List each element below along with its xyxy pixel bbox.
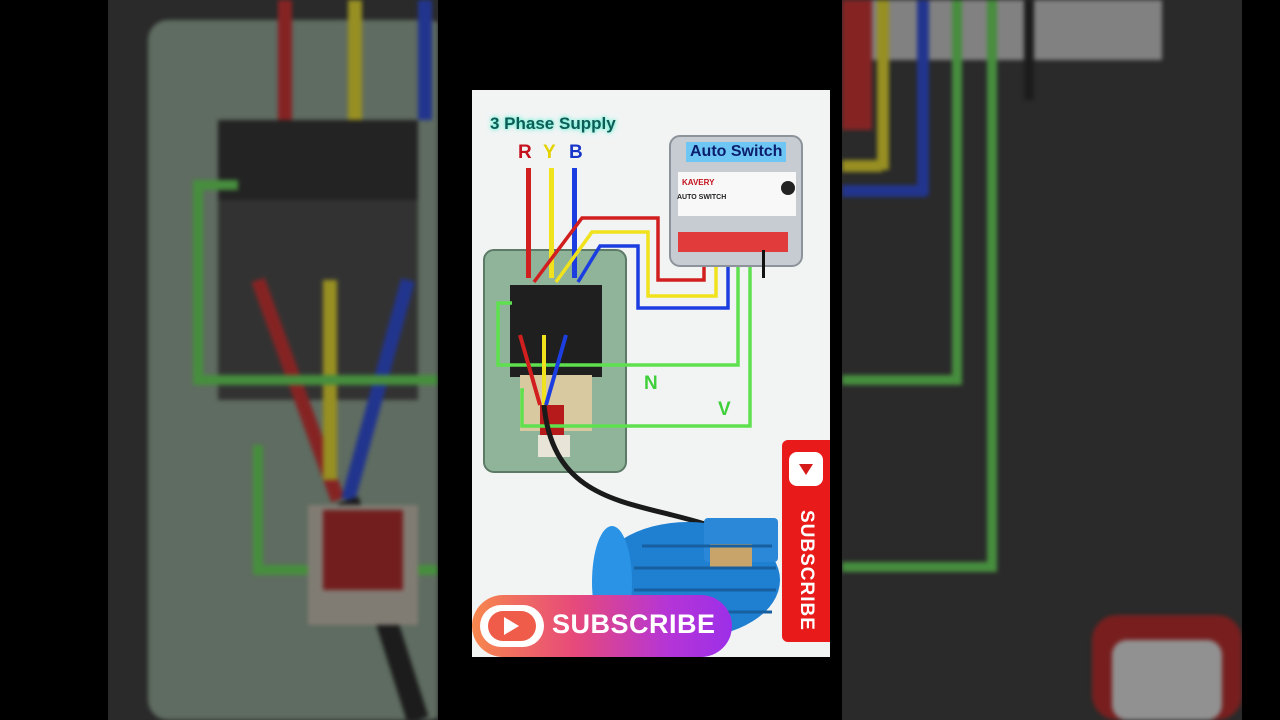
- yellow-supply-wire: [549, 168, 554, 278]
- supply-title: 3 Phase Supply: [490, 114, 616, 133]
- v-label: V: [718, 399, 731, 420]
- yellow-control-wire: [554, 230, 718, 298]
- subscribe-pill-button[interactable]: SUBSCRIBE: [472, 595, 732, 657]
- v-wire: [520, 250, 752, 428]
- auto-switch-terminal-strip: [678, 232, 788, 252]
- background-blur-right: [842, 0, 1242, 720]
- youtube-icon: [789, 452, 823, 486]
- phase-y-label: Y: [543, 142, 556, 163]
- auto-switch-panel: [678, 172, 796, 216]
- subscribe-vertical-button[interactable]: SUBSCRIBE: [782, 440, 830, 642]
- blue-control-wire: [576, 244, 730, 310]
- auto-switch-brand-sub: AUTO SWITCH: [677, 194, 727, 201]
- neutral-label: N: [644, 373, 658, 394]
- background-blur-right-art: [842, 0, 1242, 720]
- red-control-wire: [532, 216, 706, 284]
- subscribe-pill-text: SUBSCRIBE: [552, 609, 716, 639]
- motor-nameplate: [710, 544, 752, 568]
- phase-b-label: B: [569, 142, 583, 163]
- neutral-wire: [496, 250, 740, 367]
- phase-r-label: R: [518, 142, 532, 163]
- auto-switch-brand: KAVERY: [682, 178, 715, 187]
- red-motor-wire: [518, 334, 542, 406]
- red-supply-wire: [526, 168, 531, 278]
- auto-switch-output-wire: [762, 250, 765, 278]
- auto-switch-title: Auto Switch: [686, 142, 787, 162]
- wiring-diagram: [483, 135, 803, 638]
- background-blur-left: [108, 0, 438, 720]
- play-icon: [480, 605, 544, 647]
- background-blur-left-art: [148, 0, 438, 720]
- wiring-diagram-card: 3 Phase Supply R Y B N V Auto Switch KAV…: [472, 90, 830, 657]
- subscribe-vertical-text: SUBSCRIBE: [796, 510, 817, 631]
- contactor-body: [510, 285, 602, 377]
- blue-supply-wire: [572, 168, 577, 278]
- auto-switch-knob: [781, 181, 795, 195]
- blue-motor-wire: [544, 334, 568, 406]
